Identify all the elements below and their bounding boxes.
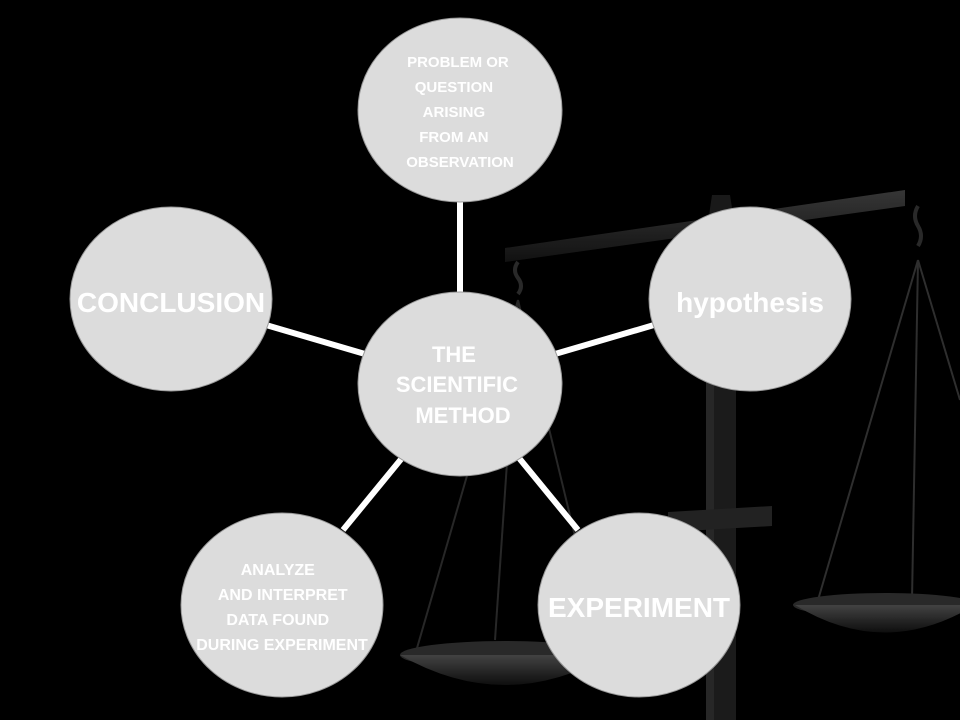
node-hypothesis: hypothesis: [648, 206, 852, 392]
connector-experiment: [516, 456, 581, 532]
node-center-label: THE SCIENTIFIC METHOD: [396, 342, 524, 428]
node-conclusion-label: CONCLUSION: [77, 287, 265, 318]
node-conclusion: CONCLUSION: [69, 206, 273, 392]
node-analyze: ANALYZE AND INTERPRET DATA FOUND DURING …: [180, 512, 384, 698]
node-analyze-label: ANALYZE AND INTERPRET DATA FOUND DURING …: [196, 562, 368, 654]
node-hypothesis-label: hypothesis: [676, 287, 824, 318]
connector-hypothesis: [554, 322, 655, 357]
node-problem-label: PROBLEM OR QUESTION ARISING FROM AN OBSE…: [406, 54, 514, 171]
connector-analyze: [340, 456, 405, 532]
connector-lines: [265, 202, 655, 532]
node-experiment-label: EXPERIMENT: [548, 592, 730, 623]
node-experiment: EXPERIMENT: [537, 512, 741, 698]
node-center: THE SCIENTIFIC METHOD: [357, 291, 563, 477]
connector-conclusion: [265, 322, 366, 357]
node-problem: PROBLEM OR QUESTION ARISING FROM AN OBSE…: [357, 17, 563, 203]
